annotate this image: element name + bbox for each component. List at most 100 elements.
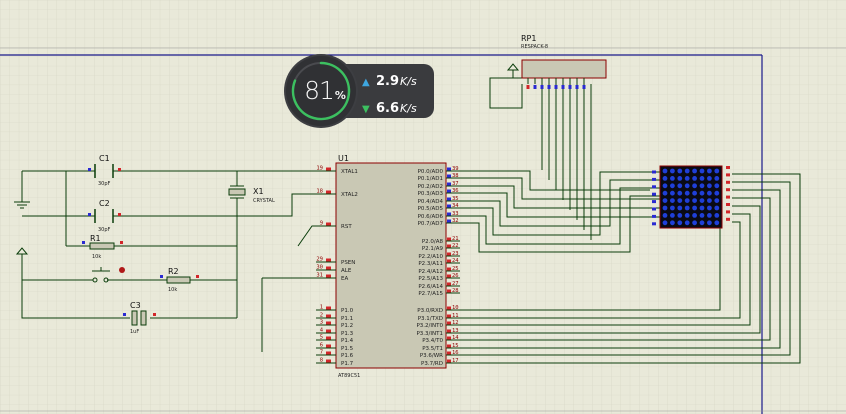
- led-dot: [662, 198, 668, 204]
- u1-pin-marker: [447, 359, 451, 363]
- u1-pin-number: 14: [452, 335, 459, 341]
- u1-pin-marker: [447, 274, 451, 278]
- pin-marker: [153, 313, 156, 316]
- led-dot: [677, 176, 683, 181]
- network-monitor-widget[interactable]: 81% ▲2.9K/s ▼6.6K/s: [286, 56, 434, 126]
- u1-pin-marker: [326, 351, 331, 355]
- u1-pin-name: P1.0: [341, 308, 354, 314]
- u1-pin-name: P2.1/A9: [422, 246, 444, 252]
- u1-pin-name: P1.6: [341, 353, 354, 359]
- upload-unit: K/s: [400, 75, 417, 88]
- matrix-pin-right: [726, 203, 730, 206]
- led-dot: [707, 183, 712, 189]
- u1-pin-name: P3.2/INT0: [416, 323, 443, 329]
- u1-pin-number: 22: [452, 243, 459, 249]
- led-dot: [714, 220, 720, 226]
- resistor-r1[interactable]: R1 10k: [82, 234, 123, 260]
- u1-pin-marker: [447, 252, 451, 256]
- led-dot: [670, 220, 675, 226]
- u1-pin-number: 28: [452, 288, 459, 294]
- u1-left-pins: 19XTAL118XTAL29RST29PSEN30ALE31EA1P1.02P…: [316, 166, 358, 367]
- led-dot: [670, 213, 675, 218]
- capacitor-c3[interactable]: C3 1uF: [123, 301, 156, 335]
- resistor-pack-rp1[interactable]: RP1 RESPACK-8: [521, 34, 607, 89]
- arrow-up-icon: ▲: [362, 77, 370, 88]
- push-button[interactable]: [92, 267, 125, 283]
- u1-pin-number: 23: [452, 251, 459, 257]
- u1-pin-number: 10: [452, 305, 459, 311]
- u1-pin-number: 16: [452, 350, 459, 356]
- matrix-pin-right: [726, 195, 730, 199]
- crystal-x1[interactable]: X1 CRYSTAL: [228, 185, 275, 204]
- u1-pin-name: P1.1: [341, 316, 353, 322]
- u1-pin-name: EA: [341, 276, 348, 282]
- led-dot: [677, 190, 683, 196]
- u1-pin-number: 33: [452, 211, 459, 217]
- u1-pin-name: P3.6/WR: [420, 353, 443, 359]
- r2-designator: R2: [168, 267, 179, 276]
- u1-designator: U1: [338, 154, 349, 163]
- led-dot: [662, 205, 668, 211]
- sheet-frame: [0, 47, 846, 414]
- r1-designator: R1: [90, 234, 101, 243]
- led-dot: [707, 168, 712, 174]
- matrix-pin-left: [652, 185, 656, 189]
- u1-pin-name: PSEN: [341, 260, 355, 266]
- led-dot: [692, 220, 697, 226]
- led-dot: [714, 190, 720, 196]
- u1-pin-marker: [326, 306, 331, 310]
- u1-pin-name: P0.0/AD0: [418, 169, 444, 175]
- led-dot: [692, 198, 697, 204]
- u1-pin-marker: [447, 219, 451, 223]
- led-dot: [699, 205, 705, 211]
- resistor-r2[interactable]: R2 10k: [160, 267, 199, 293]
- x1-designator: X1: [253, 187, 264, 196]
- c1-designator: C1: [99, 154, 110, 163]
- u1-pin-number: 27: [452, 281, 459, 287]
- u1-pin-number: 3: [320, 320, 323, 326]
- u1-pin-name: P2.5/A13: [418, 276, 443, 282]
- led-dot: [662, 220, 668, 226]
- u1-pin-number: 13: [452, 328, 459, 334]
- u1-pin-number: 25: [452, 266, 459, 272]
- c1-value: 30pF: [98, 181, 111, 187]
- pin-marker: [118, 213, 121, 216]
- rp1-pin-marker: [554, 85, 558, 89]
- u1-pin-name: P1.4: [341, 338, 354, 344]
- button-actuator[interactable]: [119, 267, 125, 273]
- led-dot: [662, 176, 668, 181]
- u1-pin-marker: [326, 266, 331, 270]
- led-dot: [692, 176, 697, 181]
- u1-pin-name: P0.4/AD4: [418, 199, 444, 205]
- pin-marker: [88, 213, 91, 216]
- c2-designator: C2: [99, 199, 110, 208]
- led-dot: [707, 176, 712, 181]
- led-dot: [699, 176, 705, 181]
- u1-pin-name: XTAL2: [341, 192, 358, 198]
- rp1-part: RESPACK-8: [521, 44, 548, 50]
- u1-pin-number: 12: [452, 320, 459, 326]
- u1-pin-number: 36: [452, 188, 459, 194]
- rp1-pin-marker: [533, 85, 537, 89]
- u1-pin-name: P2.0/A8: [422, 239, 444, 245]
- u1-pin-number: 37: [452, 181, 459, 187]
- gauge-ring: [291, 61, 351, 121]
- u1-pin-marker: [326, 314, 331, 318]
- u1-pin-name: RST: [341, 224, 352, 230]
- led-dot: [714, 168, 720, 174]
- rp1-pin-marker: [547, 85, 551, 89]
- pin-marker: [123, 313, 126, 316]
- u1-pin-number: 31: [316, 273, 323, 279]
- u1-pin-number: 4: [320, 328, 324, 334]
- matrix-pin-left: [652, 214, 656, 218]
- capacitor-c1[interactable]: C1 30pF: [88, 154, 121, 187]
- u1-pin-number: 38: [452, 173, 459, 179]
- capacitor-c2[interactable]: C2 30pF: [88, 199, 121, 233]
- led-dots: [662, 168, 720, 226]
- pin-marker: [160, 275, 163, 278]
- led-matrix[interactable]: [652, 165, 730, 229]
- microcontroller-u1[interactable]: U1 AT89C51 19XTAL118XTAL29RST29PSEN30ALE…: [316, 154, 460, 379]
- upload-row: ▲2.9K/s: [362, 70, 417, 89]
- rp1-pin-marker: [561, 85, 565, 89]
- rp1-designator: RP1: [521, 34, 536, 43]
